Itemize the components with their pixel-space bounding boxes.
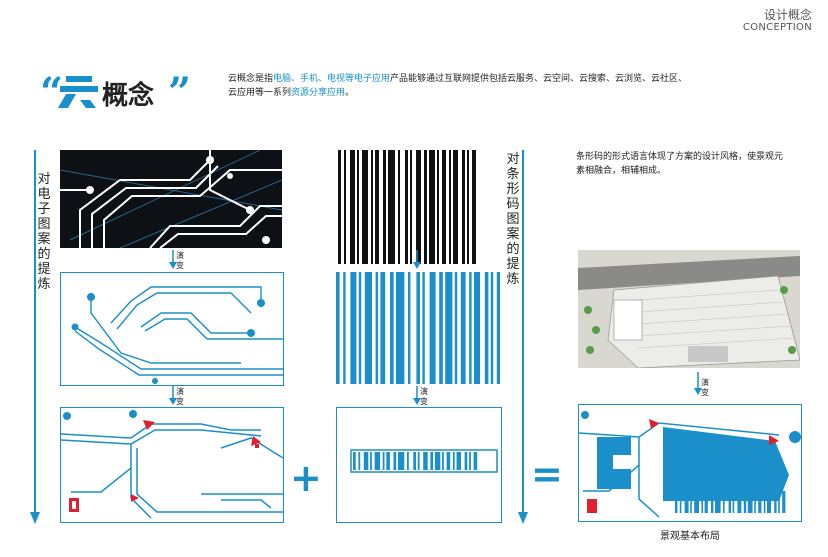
intro-highlight-2: 资源分享应用 [291,88,346,98]
section-title: 设计概念 [763,8,812,22]
site-plan-photo [578,250,800,368]
circuit-plan-panel [60,407,284,523]
evolve-arrow-right [693,372,703,396]
evolve-label-right: 演变 [701,378,709,397]
middle-arrow-line [518,150,528,525]
barcode-description: 条形码的形式语言体现了方案的设计风格，使景观元素相融合，相辅相成。 [576,152,784,176]
evolve-arrow-left-2 [168,386,178,406]
svg-text:“: “ [40,69,63,116]
left-arrow-line [30,150,40,525]
landscape-layout-panel [578,404,802,522]
equals-operator: = [531,452,563,496]
barcode-photo [336,150,500,264]
section-subtitle: CONCEPTION [742,22,812,33]
layout-caption: 景观基本布局 [660,531,720,542]
evolve-arrow-left-1 [168,250,178,270]
intro-highlight-1: 电脑、手机、电视等电子应用 [273,74,391,84]
barcode-blue [336,272,500,384]
left-column-label: 对电子图案的提炼 [37,172,51,292]
evolve-label-mid-1: 演变 [420,387,428,406]
circuit-photo [60,150,282,248]
evolve-arrow-mid-2 [412,386,422,406]
plus-operator: + [290,456,322,500]
circuit-linework-panel [60,272,284,386]
svg-text:”: ” [168,69,191,116]
barcode-strip-panel [336,407,502,523]
evolve-arrow-mid-1 [412,250,422,270]
middle-column-label: 对条形码图案的提炼 [506,152,520,287]
concept-title: “ 概念 ” [40,62,200,122]
concept-intro: 云概念是指电脑、手机、电视等电子应用产品能够通过互联网提供包括云服务、云空间、云… [228,74,688,98]
evolve-label-left-2: 演变 [176,387,184,406]
evolve-label-left-1: 演变 [176,251,184,270]
svg-text:概念: 概念 [102,80,154,111]
